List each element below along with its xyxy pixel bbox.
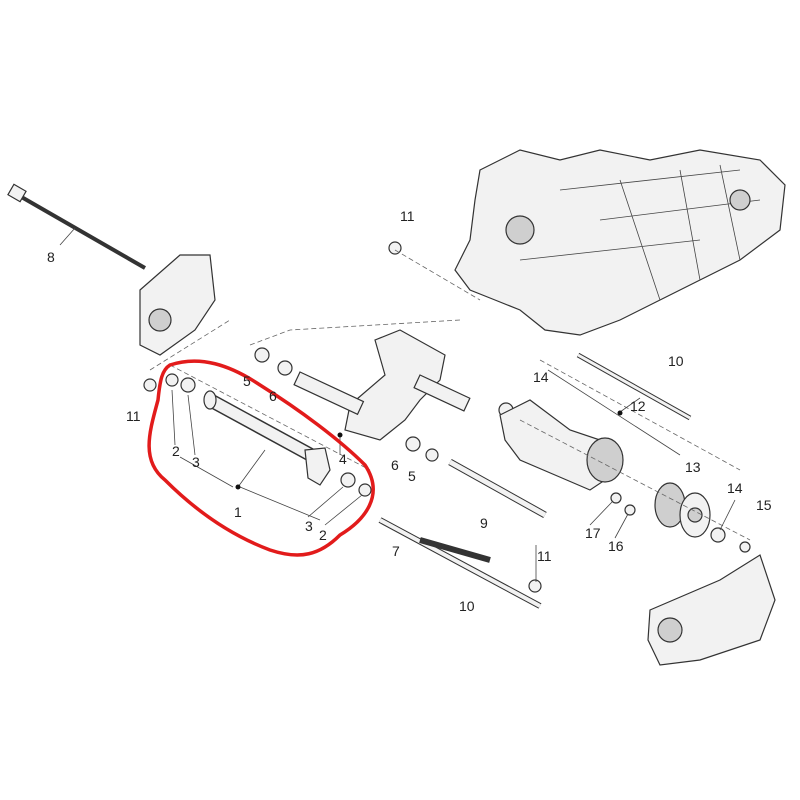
callout-5: 5 [243, 373, 251, 389]
callout-13: 13 [685, 459, 701, 475]
right-cover-bracket [647, 554, 776, 666]
callout-8: 8 [47, 249, 55, 265]
callout-10: 10 [668, 353, 684, 369]
callout-2: 2 [172, 443, 180, 459]
left-cover-bracket [139, 254, 216, 356]
callout-6: 6 [269, 388, 277, 404]
callout-17: 17 [585, 525, 601, 541]
callout-10: 10 [459, 598, 475, 614]
highlight-outline [147, 359, 375, 557]
rods [378, 352, 692, 609]
callout-11: 11 [400, 208, 415, 224]
callout-9: 9 [480, 515, 488, 531]
leader-lines [59, 227, 736, 582]
callout-11: 11 [537, 548, 552, 564]
callout-11: 11 [126, 408, 141, 424]
callout-2: 2 [319, 527, 327, 543]
callout-14: 14 [533, 369, 549, 385]
callout-7: 7 [392, 543, 400, 559]
engine-crankcase [454, 149, 786, 336]
callout-14: 14 [727, 480, 743, 496]
part-12-bracket [499, 399, 624, 491]
callout-labels: 8 11 10 12 14 5 6 11 2 3 1 4 6 5 9 3 2 7… [47, 208, 772, 614]
callout-3: 3 [192, 454, 200, 470]
part-4-swing-arm [293, 329, 471, 441]
callout-15: 15 [756, 497, 772, 513]
part-8-long-bolt [7, 183, 146, 270]
callout-16: 16 [608, 538, 624, 554]
part-13-silent-block [654, 482, 711, 538]
callout-6: 6 [391, 457, 399, 473]
alignment-lines [149, 249, 751, 541]
callout-12: 12 [630, 398, 646, 414]
callout-1: 1 [234, 504, 242, 520]
callout-5: 5 [408, 468, 416, 484]
callout-4: 4 [339, 451, 347, 467]
callout-3: 3 [305, 518, 313, 534]
part-1-shaft [203, 390, 331, 486]
